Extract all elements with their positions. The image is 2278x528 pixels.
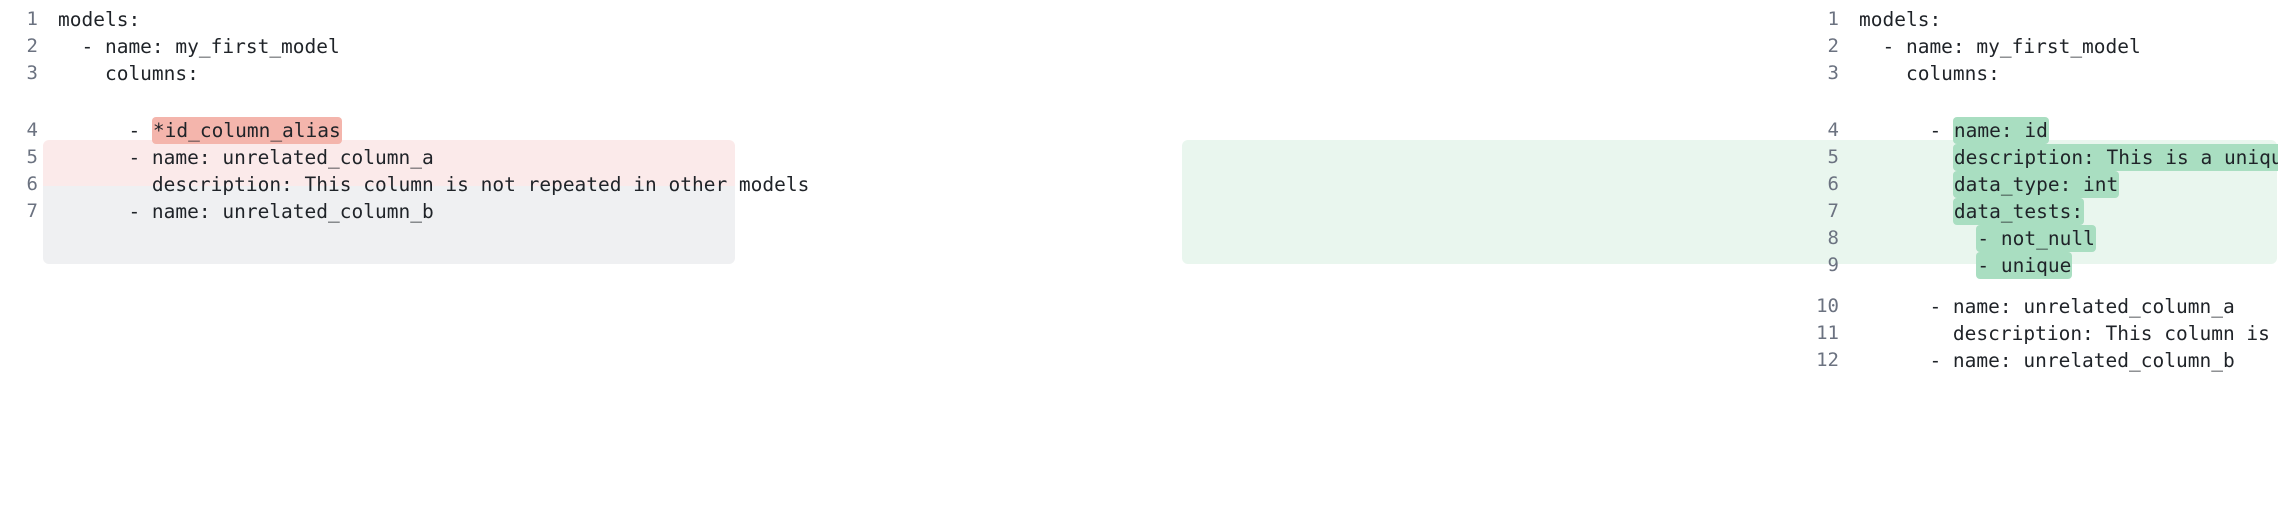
line-number: 6 bbox=[1827, 173, 1839, 195]
code-line[interactable]: 1 models: bbox=[1139, 6, 2278, 33]
line-number: 11 bbox=[1816, 322, 1839, 344]
line-number: 6 bbox=[26, 173, 38, 195]
code-text: models: bbox=[58, 8, 141, 31]
added-token: name: id bbox=[1952, 117, 2049, 144]
code-text: columns: bbox=[58, 62, 199, 85]
code-text: - name: id bbox=[1859, 117, 2049, 144]
line-number: 4 bbox=[1827, 119, 1839, 141]
code-line[interactable]: 12 - name: unrelated_column_b bbox=[1139, 347, 2278, 374]
line-number: 4 bbox=[26, 119, 38, 141]
line-number: 12 bbox=[1816, 349, 1839, 371]
code-text: - unique bbox=[1859, 252, 2073, 279]
code-text: models: bbox=[1859, 8, 1942, 31]
code-text: - not_null bbox=[1859, 225, 2096, 252]
code-text: - name: unrelated_column_a bbox=[58, 146, 434, 169]
line-number: 9 bbox=[1827, 254, 1839, 276]
code-line[interactable]: 8 - not_null bbox=[1139, 225, 2278, 252]
code-line[interactable]: 6 data_type: int bbox=[1139, 171, 2278, 198]
code-line[interactable]: 5 description: This is a unique identifi… bbox=[1139, 144, 2278, 171]
added-token: - not_null bbox=[1976, 225, 2096, 252]
code-text: description: This column is not repeated… bbox=[58, 173, 810, 196]
code-line[interactable]: 9 - unique bbox=[1139, 252, 2278, 279]
code-text: columns: bbox=[1859, 62, 2000, 85]
code-text: - *id_column_alias bbox=[58, 117, 342, 144]
code-line[interactable]: 3 columns: bbox=[1139, 60, 2278, 87]
added-token: description: This is a unique identifier… bbox=[1952, 144, 2278, 171]
code-text: - name: unrelated_column_a bbox=[1859, 295, 2235, 318]
code-line[interactable]: 1 models: bbox=[0, 6, 1139, 33]
code-line[interactable]: 6 description: This column is not repeat… bbox=[0, 171, 1139, 198]
removed-row-highlight bbox=[43, 140, 735, 186]
code-text: - name: my_first_model bbox=[58, 35, 340, 58]
code-text: - name: unrelated_column_b bbox=[1859, 349, 2235, 372]
code-text: data_tests: bbox=[1859, 198, 2085, 225]
added-token: data_type: int bbox=[1952, 171, 2120, 198]
line-number: 2 bbox=[26, 35, 38, 57]
code-text: description: This is a unique identifier… bbox=[1859, 144, 2278, 171]
code-line[interactable]: 4 - *id_column_alias bbox=[0, 117, 1139, 144]
line-number: 5 bbox=[1827, 146, 1839, 168]
line-number: 7 bbox=[1827, 200, 1839, 222]
added-token: - unique bbox=[1976, 252, 2073, 279]
code-text: description: This column is not repeated… bbox=[1952, 322, 2270, 345]
line-number: 1 bbox=[1827, 8, 1839, 30]
code-line[interactable]: 2 - name: my_first_model bbox=[0, 33, 1139, 60]
line-number: 3 bbox=[26, 62, 38, 84]
code-line[interactable]: 7 - name: unrelated_column_b bbox=[0, 198, 1139, 225]
line-number: 7 bbox=[26, 200, 38, 222]
code-text: data_type: int bbox=[1859, 171, 2120, 198]
code-line[interactable]: 10 - name: unrelated_column_a bbox=[1139, 293, 2278, 320]
code-line[interactable]: 3 columns: bbox=[0, 60, 1139, 87]
line-number: 3 bbox=[1827, 62, 1839, 84]
removed-token: *id_column_alias bbox=[151, 117, 342, 144]
line-number: 5 bbox=[26, 146, 38, 168]
code-line[interactable]: 7 data_tests: bbox=[1139, 198, 2278, 225]
line-number: 8 bbox=[1827, 227, 1839, 249]
line-number: 10 bbox=[1816, 295, 1839, 317]
line-number: 2 bbox=[1827, 35, 1839, 57]
code-line[interactable]: 4 - name: id bbox=[1139, 117, 2278, 144]
code-text: - name: my_first_model bbox=[1859, 35, 2141, 58]
line-number: 1 bbox=[26, 8, 38, 30]
code-text: - name: unrelated_column_b bbox=[58, 200, 434, 223]
code-line[interactable]: 2 - name: my_first_model bbox=[1139, 33, 2278, 60]
code-line[interactable]: 5 - name: unrelated_column_a bbox=[0, 144, 1139, 171]
added-token: data_tests: bbox=[1952, 198, 2085, 225]
code-line[interactable]: 11 description: This column is not repea… bbox=[1139, 320, 2278, 347]
filler-block bbox=[43, 186, 735, 264]
